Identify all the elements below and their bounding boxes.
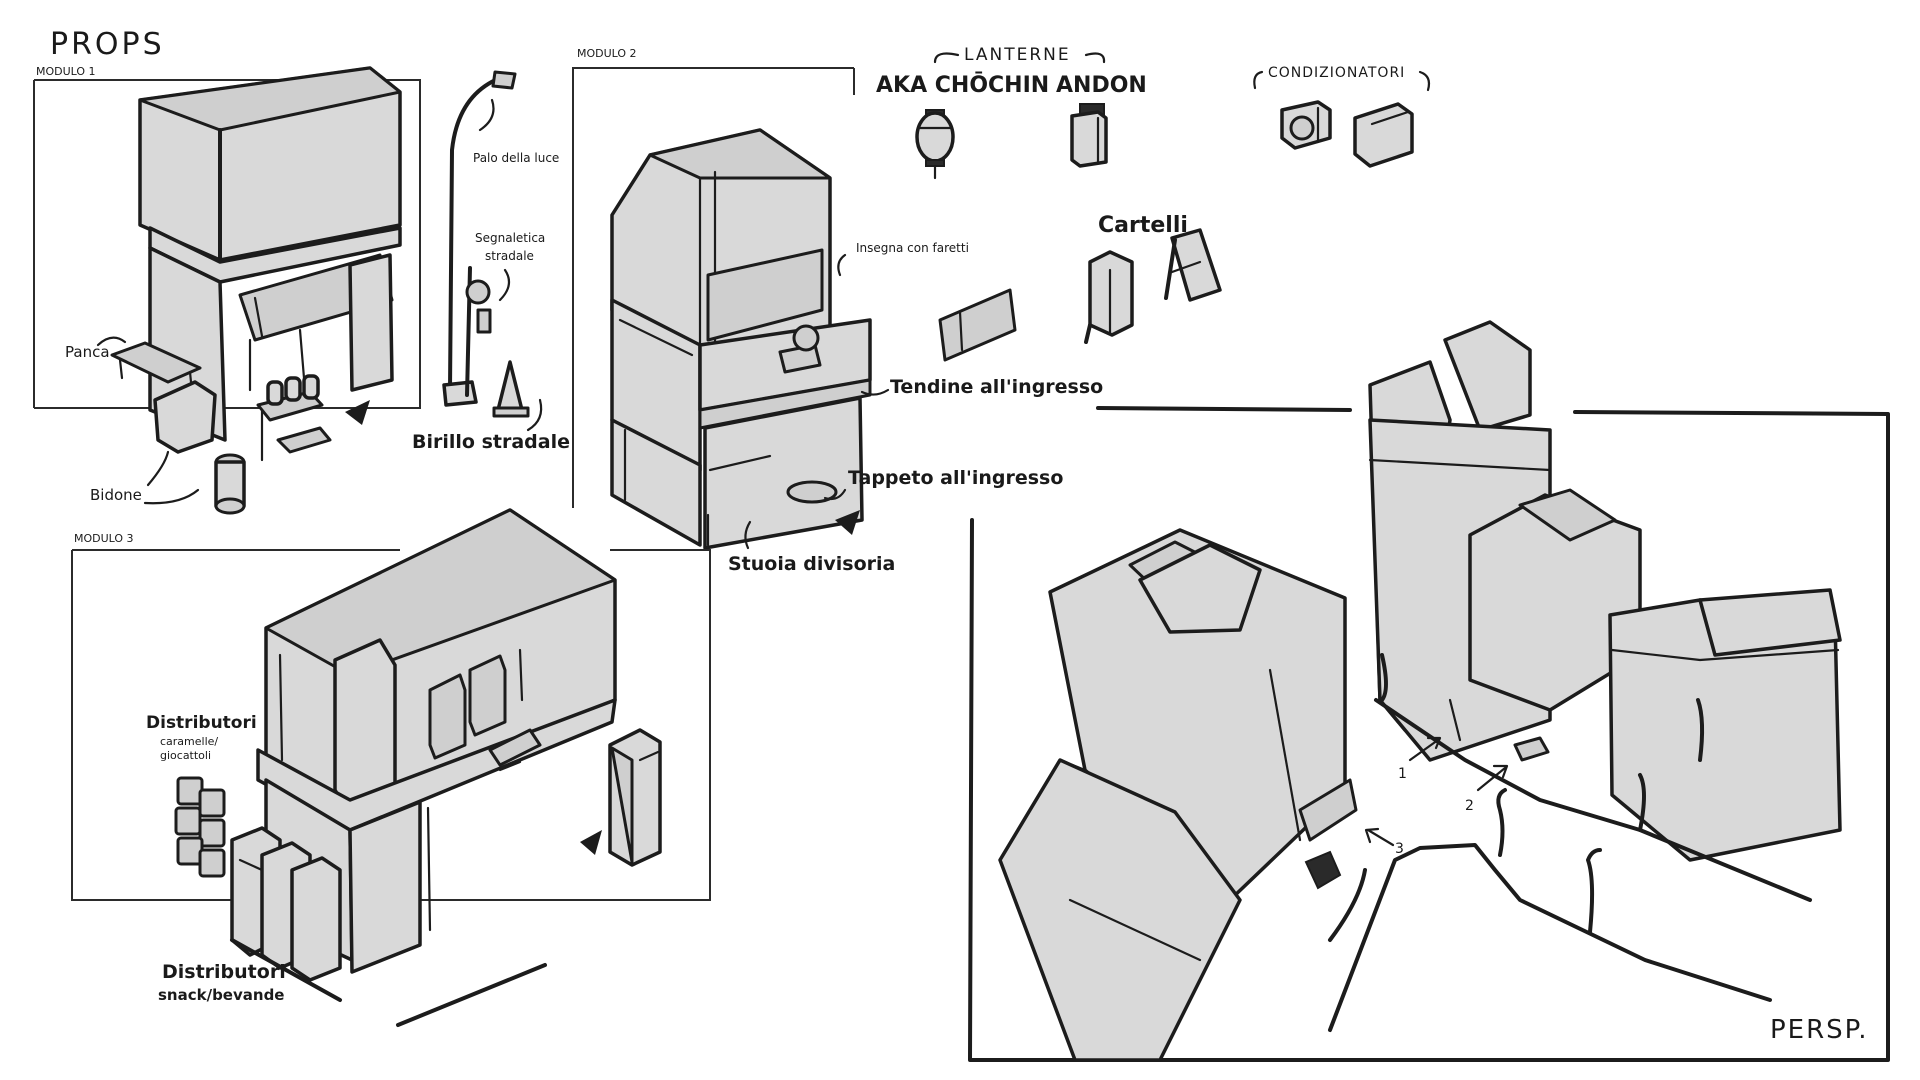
label-condizionatori: CONDIZIONATORI [1268, 65, 1405, 81]
shop-table-prop [256, 374, 332, 462]
label-insegna: Insegna con faretti [856, 241, 969, 255]
module-3: MODULO 3 [71, 508, 711, 1027]
label-distr-snack: Distributori [162, 961, 286, 983]
callout-3: 3 [1395, 841, 1404, 857]
label-segnaletica-2: stradale [485, 249, 534, 263]
signs-group: Cartelli [1084, 213, 1222, 344]
candy-vending-machines [174, 776, 226, 878]
street-props: Palo della luce Segnaletica stradale Bir… [412, 70, 570, 453]
module-2-building [610, 128, 1012, 550]
module-3-building [230, 508, 662, 1027]
sheet-title: PROPS [50, 27, 165, 62]
persp-streets [1328, 653, 1812, 1032]
module-2-label: MODULO 2 [577, 47, 637, 60]
label-akachochin: AKA CHŌCHIN [876, 72, 1049, 98]
label-distr-caramelle: Distributori [146, 713, 257, 733]
akachochin-lantern [915, 109, 955, 180]
persp-building-left [998, 528, 1358, 1062]
persp-building-right [1368, 320, 1842, 862]
callout-1: 1 [1398, 766, 1407, 782]
label-palo: Palo della luce [473, 151, 559, 165]
label-distr-snack-sub: snack/bevande [158, 986, 284, 1004]
ac-unit-2 [1353, 102, 1414, 168]
bin-prop [153, 380, 246, 515]
module-2: MODULO 2 Insegna con faretti Tendine al [572, 47, 1103, 575]
perspective-view: PERSP. [968, 320, 1890, 1062]
standing-sign-1 [1084, 250, 1134, 344]
view-arrow-3 [580, 830, 602, 855]
callout-2: 2 [1465, 798, 1474, 814]
ac-unit-1 [1280, 100, 1332, 150]
persp-callouts: 1 2 3 [1364, 736, 1509, 857]
module-1-label: MODULO 1 [36, 65, 96, 78]
andon-lantern [1070, 103, 1108, 168]
ac-units-group: CONDIZIONATORI [1253, 65, 1431, 168]
label-distr-caramelle-sub2: giocattoli [160, 749, 211, 762]
label-distr-caramelle-sub1: caramelle/ [160, 735, 218, 748]
label-lanterne: LANTERNE [964, 45, 1071, 65]
curtain-prop [938, 288, 1017, 362]
label-tappeto: Tappeto all'ingresso [848, 467, 1063, 489]
lanterns-group: LANTERNE AKA CHŌCHIN ANDON [876, 45, 1147, 180]
traffic-cone [496, 360, 524, 412]
label-segnaletica-1: Segnaletica [475, 231, 545, 245]
label-andon: ANDON [1056, 73, 1147, 98]
label-bidone: Bidone [90, 486, 142, 504]
view-arrow-2 [835, 510, 860, 535]
label-panca: Panca [65, 343, 110, 361]
label-cartelli: Cartelli [1098, 213, 1188, 238]
sandwich-board-sign [1164, 228, 1222, 302]
label-tendine: Tendine all'ingresso [890, 376, 1103, 398]
module-1: MODULO 1 [33, 65, 421, 515]
label-stuoia: Stuoia divisoria [728, 553, 895, 575]
label-persp: PERSP. [1770, 1015, 1869, 1045]
module-3-label: MODULO 3 [74, 532, 134, 545]
label-birillo: Birillo stradale [412, 431, 570, 453]
view-arrow-1 [345, 400, 370, 425]
